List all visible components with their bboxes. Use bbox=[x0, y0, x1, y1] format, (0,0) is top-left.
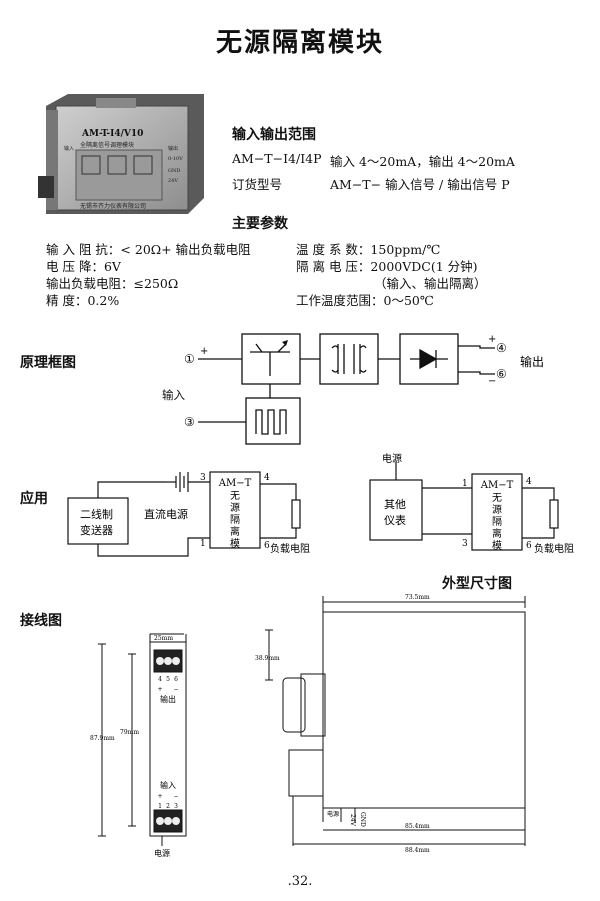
pin6-minus: − bbox=[488, 376, 496, 387]
right-load-label: 负载电阻 bbox=[534, 542, 574, 555]
right-pin3: 3 bbox=[462, 539, 468, 549]
photo-sub-label: 全隔离信号调理模块 bbox=[80, 141, 134, 149]
left-module-line: AM−T bbox=[218, 478, 252, 489]
left-load-label: 负载电阻 bbox=[270, 542, 310, 555]
left-module-line: 隔 bbox=[230, 514, 240, 526]
param-right: （输入、输出隔离） bbox=[374, 276, 487, 291]
terminal-label: 2 bbox=[166, 803, 170, 810]
pin4-plus: + bbox=[488, 334, 496, 345]
photo-side-label: 输出 bbox=[168, 145, 178, 152]
param-left: 输 入 阻 抗：< 20Ω+ 输出负载电阻 bbox=[46, 242, 251, 257]
param-left: 精 度：0.2% bbox=[46, 293, 120, 308]
photo-maker-text: 无锡市齐力仪表有限公司 bbox=[80, 202, 146, 210]
io-row1-desc: 输入 4～20mA，输出 4～20mA bbox=[330, 154, 515, 169]
dim-gnd-label: GND bbox=[359, 812, 366, 827]
right-pin6: 6 bbox=[526, 541, 532, 551]
pin1-label: ① bbox=[184, 352, 195, 366]
instrument-line2: 仪表 bbox=[384, 513, 406, 527]
right-module-line: 源 bbox=[492, 503, 502, 516]
wiring-width-dim: 25mm bbox=[154, 635, 173, 642]
wiring-inner-dim: 79mm bbox=[120, 729, 139, 736]
application-diagram: 二线制 变送器 直流电源 3 1 4 6 AM−T 无 源 隔 离 模 负载电阻… bbox=[67, 452, 574, 557]
dc-supply-label: 直流电源 bbox=[144, 507, 188, 521]
param-left: 电 压 降：6V bbox=[46, 259, 121, 274]
block-diagram-heading: 原理框图 bbox=[20, 355, 76, 371]
photo-model-label: AM-T-I4/V10 bbox=[81, 129, 143, 139]
dim-24v-label: 24V bbox=[349, 814, 356, 827]
pin3-label: ③ bbox=[184, 415, 195, 429]
pin4-label: ④ bbox=[496, 341, 507, 355]
params-heading: 主要参数 bbox=[232, 216, 288, 232]
right-module-line: 离 bbox=[492, 527, 502, 540]
pin6-label: ⑥ bbox=[496, 367, 507, 381]
right-pin4: 4 bbox=[526, 477, 532, 487]
wiring-height-dim: 87.9mm bbox=[90, 735, 115, 742]
dimensions-heading: 外型尺寸图 bbox=[442, 576, 512, 592]
top-width-dim: 73.5mm bbox=[405, 594, 430, 601]
param-right: 温 度 系 数：150ppm/℃ bbox=[296, 242, 441, 257]
io-row2-label: 订货型号 bbox=[232, 177, 283, 192]
left-pin4: 4 bbox=[264, 473, 270, 483]
photo-side-label: 24V bbox=[168, 178, 178, 184]
application-heading: 应用 bbox=[20, 491, 48, 507]
param-left: 输出负载电阻：≤250Ω bbox=[46, 276, 179, 291]
wiring-power-label: 电源 bbox=[154, 848, 170, 858]
terminal-label: 5 bbox=[166, 676, 170, 683]
input-label: 输入 bbox=[162, 388, 185, 402]
left-pin6: 6 bbox=[264, 541, 270, 551]
bottom-outer-dim: 88.4mm bbox=[405, 847, 430, 854]
right-module-line: 模 bbox=[492, 540, 502, 552]
terminal-sign: − bbox=[173, 793, 178, 800]
right-module-line: AM−T bbox=[480, 480, 514, 491]
output-label: 输出 bbox=[520, 354, 544, 369]
right-module-line: 无 bbox=[492, 493, 502, 504]
right-pin1: 1 bbox=[462, 479, 468, 489]
terminal-sign: + bbox=[157, 793, 162, 800]
photo-side-label: 0-10V bbox=[168, 156, 183, 162]
terminal-sign: − bbox=[173, 686, 178, 693]
photo-side-label: GND bbox=[168, 168, 180, 174]
terminal-label: 4 bbox=[158, 676, 162, 683]
dimension-drawing: 73.5mm 38.9mm 85.4mm 88.4mm 电源 24V GND bbox=[255, 594, 526, 854]
transmitter-line1: 二线制 bbox=[80, 507, 113, 521]
left-pin1: 1 bbox=[200, 539, 206, 549]
terminal-label: 6 bbox=[174, 676, 178, 683]
photo-side-label: 输入 bbox=[64, 145, 74, 152]
wiring-heading: 接线图 bbox=[20, 613, 62, 629]
bottom-inner-dim: 85.4mm bbox=[405, 823, 430, 830]
page-number: .32. bbox=[287, 874, 313, 889]
terminal-label: 1 bbox=[158, 803, 162, 810]
terminal-label: 3 bbox=[174, 803, 178, 810]
io-range-heading: 输入输出范围 bbox=[232, 127, 316, 143]
instrument-line1: 其他 bbox=[384, 498, 406, 511]
product-photo: AM-T-I4/V10 全隔离信号调理模块 输入 输出 0-10V GND 24… bbox=[38, 92, 204, 214]
left-module-line: 模 bbox=[230, 538, 240, 550]
io-row1-model: AM−T−I4/I4P bbox=[232, 151, 322, 166]
left-height-dim: 38.9mm bbox=[255, 655, 280, 662]
left-pin3: 3 bbox=[200, 473, 206, 483]
dim-power-label: 电源 bbox=[327, 810, 339, 818]
input-terminal-label: 输入 bbox=[160, 780, 176, 790]
transmitter-line2: 变送器 bbox=[80, 523, 113, 537]
param-right: 工作温度范围：0～50℃ bbox=[296, 293, 434, 308]
io-row2-desc: AM−T− 输入信号 / 输出信号 P bbox=[330, 177, 510, 192]
left-module-line: 源 bbox=[230, 501, 240, 514]
page-title: 无源隔离模块 bbox=[215, 28, 384, 58]
left-module-line: 无 bbox=[230, 491, 240, 502]
block-diagram: ① + ③ + ④ − ⑥ 输出 bbox=[184, 333, 544, 445]
param-right: 隔 离 电 压：2000VDC(1 分钟) bbox=[296, 259, 478, 274]
left-module-line: 离 bbox=[230, 525, 240, 538]
right-module-line: 隔 bbox=[492, 516, 502, 528]
output-terminal-label: 输出 bbox=[160, 694, 176, 704]
wiring-diagram: 25mm 87.9mm 79mm 4 5 6 + − 输出 输入 + − 1 2… bbox=[90, 633, 187, 858]
terminal-sign: + bbox=[157, 686, 162, 693]
pin1-plus: + bbox=[200, 346, 208, 357]
right-power-label: 电源 bbox=[382, 452, 402, 465]
